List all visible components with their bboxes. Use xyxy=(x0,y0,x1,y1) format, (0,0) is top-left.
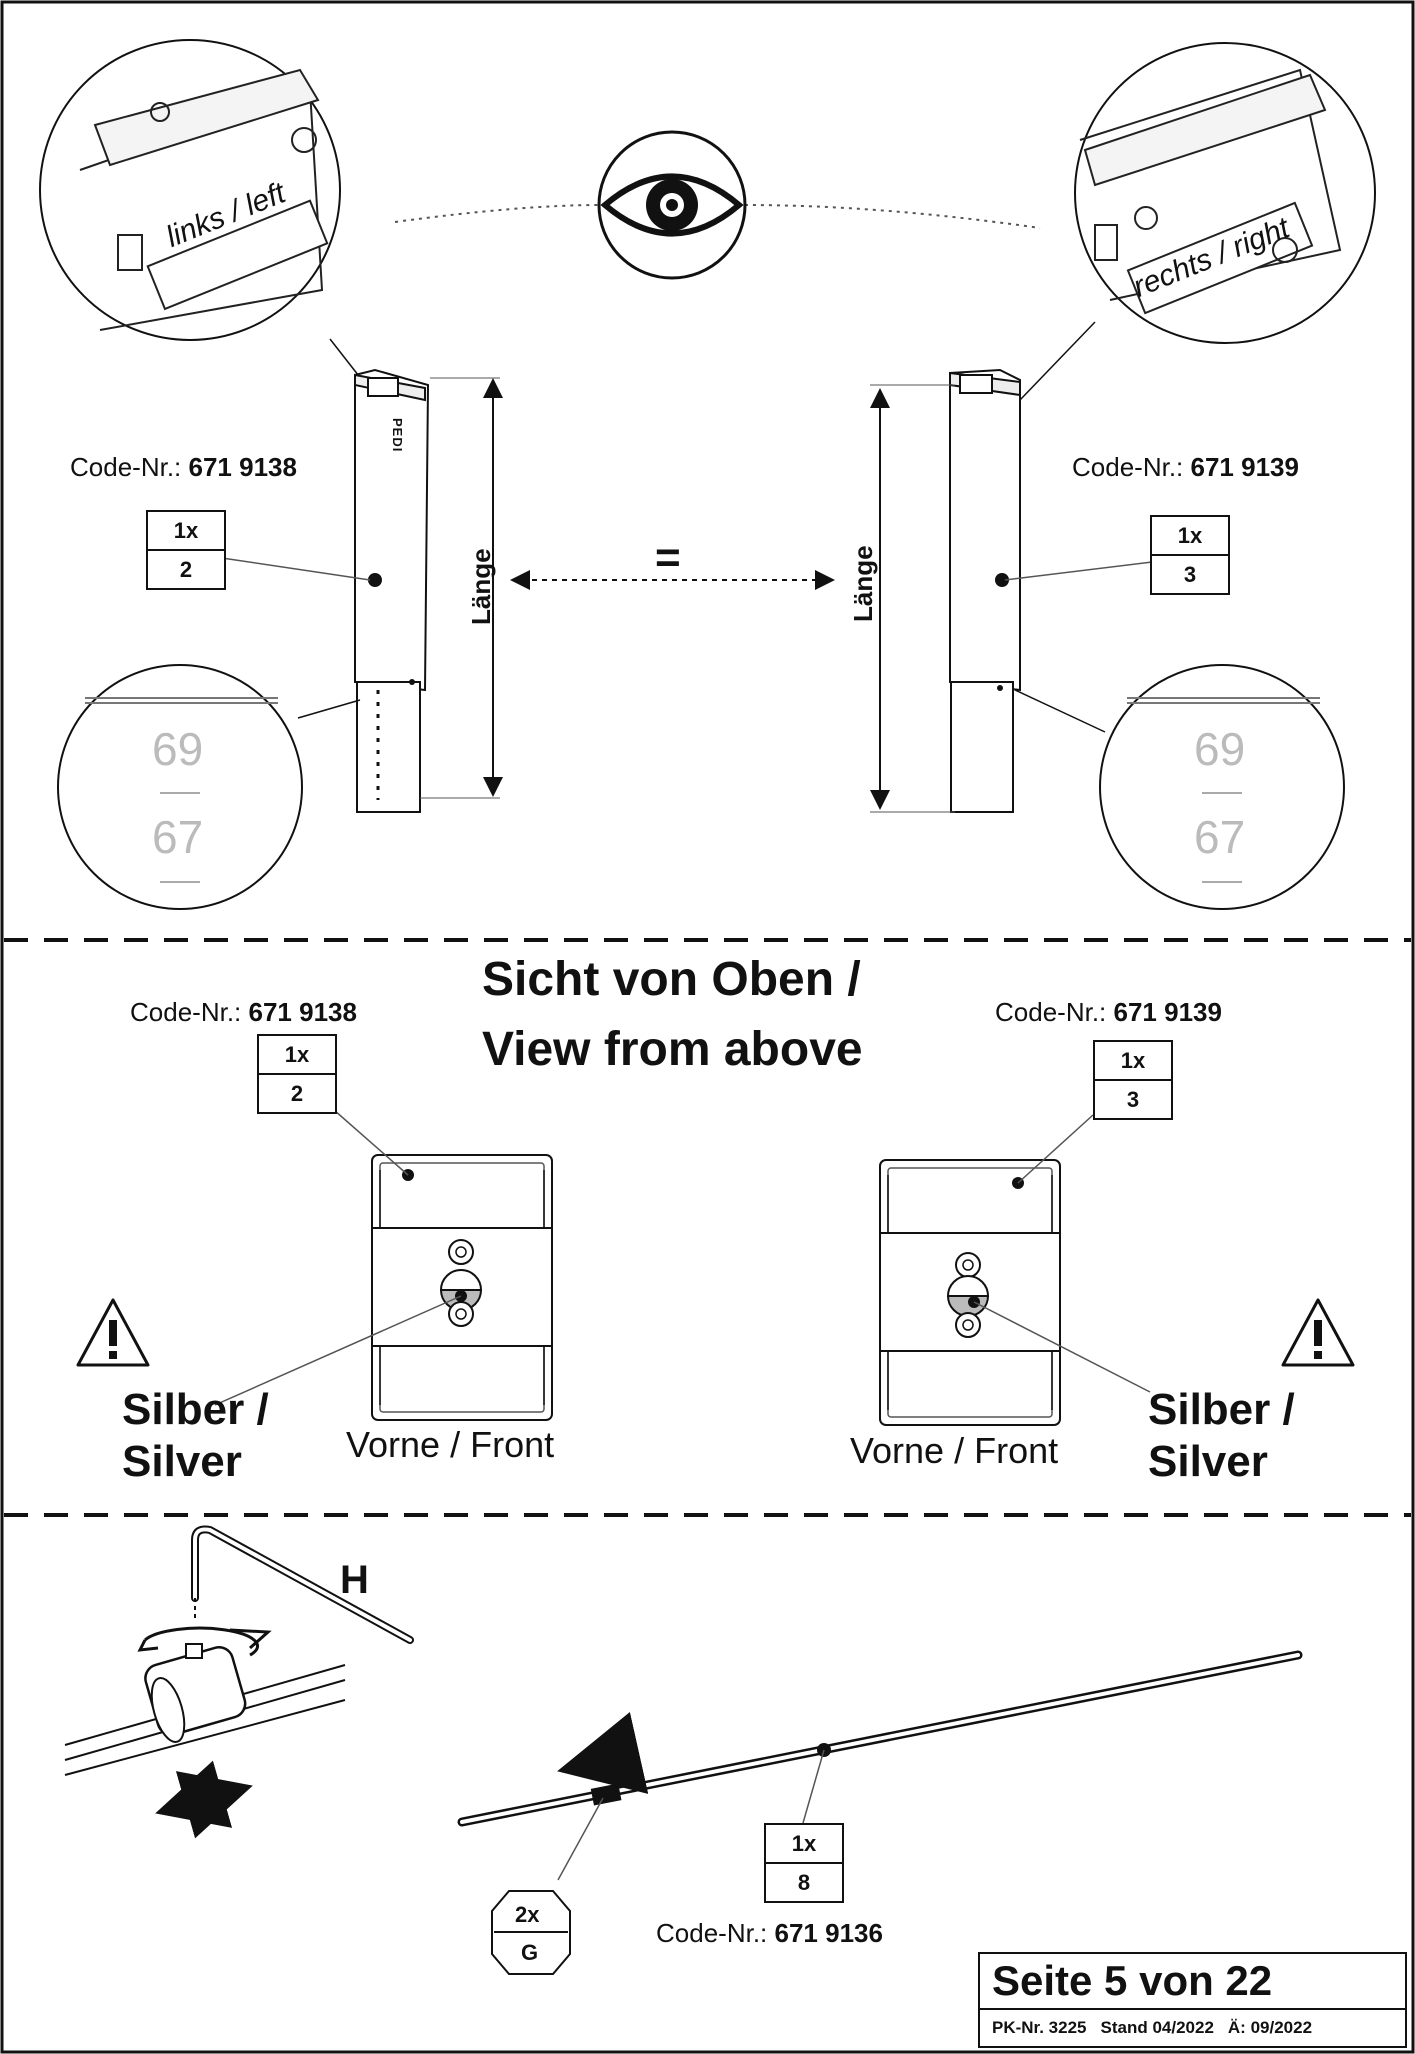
front-label-right: Vorne / Front xyxy=(850,1430,1059,1471)
mid-left-code-number: Code-Nr.: 671 9138 xyxy=(130,997,357,1027)
part-number: 2 xyxy=(148,549,224,588)
right-qty-box: 1x 3 xyxy=(1150,515,1230,595)
qty-count: 1x xyxy=(173,518,199,543)
section-title-line2: View from above xyxy=(482,1023,863,1076)
qty-count: 1x xyxy=(1120,1048,1146,1073)
rod-qty-box: 1x 8 xyxy=(764,1823,844,1903)
mid-right-qty-box: 1x 3 xyxy=(1093,1040,1173,1120)
scale-value: 69 xyxy=(152,723,204,775)
clamp-qty: 2x xyxy=(515,1902,540,1927)
left-top-view xyxy=(371,1154,553,1421)
change-date: Ä: 09/2022 xyxy=(1227,2018,1313,2037)
page-footer: Seite 5 von 22 PK-Nr. 3225 Stand 04/2022 Ä… xyxy=(978,1952,1407,2048)
left-scale-zoom xyxy=(57,664,361,910)
right-top-view xyxy=(879,1159,1061,1426)
eye-icon xyxy=(597,130,747,280)
equals-sign: = xyxy=(655,533,681,582)
brand-mark: PEDI xyxy=(390,418,405,453)
scale-value: 67 xyxy=(1194,811,1246,863)
qty-count: 1x xyxy=(1177,523,1203,548)
mid-left-qty-box: 1x 2 xyxy=(257,1034,337,1114)
footer-meta: PK-Nr. 3225 Stand 04/2022 Ä: 09/2022 xyxy=(980,2010,1405,2046)
page-number: Seite 5 von 22 xyxy=(980,1954,1405,2010)
right-scale-zoom xyxy=(1014,664,1345,910)
scale-value: 69 xyxy=(1194,723,1246,775)
part-number: 3 xyxy=(1152,554,1228,593)
silver-label-left: Silber / Silver xyxy=(122,1385,269,1486)
mid-right-code-number: Code-Nr.: 671 9139 xyxy=(995,997,1222,1027)
part-number: 3 xyxy=(1095,1079,1171,1118)
right-leg xyxy=(949,368,1021,813)
scale-value: 67 xyxy=(152,811,204,863)
warning-icon-right xyxy=(1281,1298,1355,1367)
tool-label: H xyxy=(340,1558,369,1602)
front-label-left: Vorne / Front xyxy=(346,1424,555,1465)
left-qty-box: 1x 2 xyxy=(146,510,226,590)
rod-illustration xyxy=(457,1650,1303,1881)
part-g-octagon xyxy=(491,1890,571,1975)
qty-count: 1x xyxy=(791,1831,817,1856)
left-code-number: Code-Nr.: 671 9138 xyxy=(70,452,297,482)
stand-date: Stand 04/2022 xyxy=(1100,2018,1214,2037)
part-number: 8 xyxy=(766,1862,842,1901)
hex-key-clamp-illustration xyxy=(64,1525,414,1839)
length-label-left: Länge xyxy=(466,548,496,625)
part-number: 2 xyxy=(259,1073,335,1112)
pk-number: PK-Nr. 3225 xyxy=(992,2018,1087,2037)
length-label-right: Länge xyxy=(848,545,878,622)
left-leg xyxy=(354,368,430,813)
section-title-line1: Sicht von Oben / xyxy=(482,953,861,1006)
rod-code-number: Code-Nr.: 671 9136 xyxy=(656,1918,883,1948)
qty-count: 1x xyxy=(284,1042,310,1067)
warning-icon-left xyxy=(76,1298,150,1367)
silver-label-right: Silber / Silver xyxy=(1148,1385,1295,1486)
right-zoom-detail xyxy=(1019,42,1376,401)
right-code-number: Code-Nr.: 671 9139 xyxy=(1072,452,1299,482)
left-zoom-detail xyxy=(39,39,363,381)
clamp-part: G xyxy=(521,1940,539,1965)
